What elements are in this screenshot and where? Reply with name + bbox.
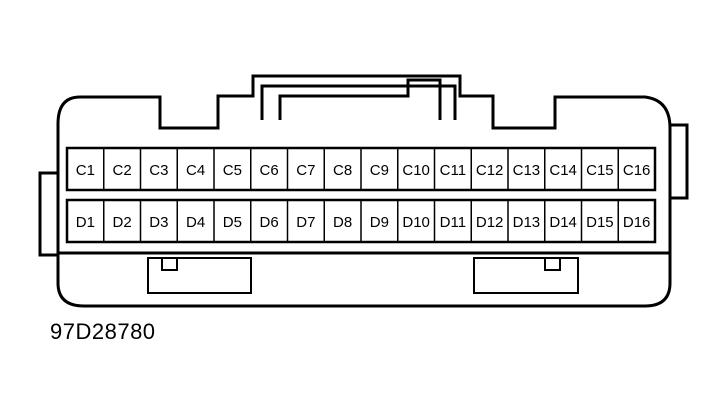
figure-id-label: 97D28780 xyxy=(50,319,156,344)
pin-label-c15: C15 xyxy=(586,162,614,179)
pin-label-c7: C7 xyxy=(296,162,315,179)
bottom-key-left xyxy=(147,257,252,294)
pin-grid: C1 C2 C3 C4 C5 C6 C7 C8 C9 C10 C11 C12 C13 C14 C15 C16D… xyxy=(65,146,657,244)
bottom-key-left-notch xyxy=(161,257,178,271)
pin-label-c14: C14 xyxy=(549,162,577,179)
pin-label-c1: C1 xyxy=(76,162,95,179)
pin-label-c12: C12 xyxy=(476,162,504,179)
pin-label-d3: D3 xyxy=(149,214,168,231)
right-side-tab xyxy=(670,123,689,200)
pin-label-d8: D8 xyxy=(333,214,352,231)
pin-label-c10: C10 xyxy=(402,162,430,179)
pin-label-d9: D9 xyxy=(370,214,389,231)
pin-label-d15: D15 xyxy=(586,214,614,231)
pin-label-d7: D7 xyxy=(296,214,315,231)
latch-tab xyxy=(278,78,442,120)
pin-label-c4: C4 xyxy=(186,162,205,179)
pin-label-d10: D10 xyxy=(402,214,430,231)
pin-label-c8: C8 xyxy=(333,162,352,179)
bottom-key-right xyxy=(473,257,579,294)
connector-housing xyxy=(56,74,672,308)
bottom-key-right-notch xyxy=(544,257,561,271)
pin-label-d13: D13 xyxy=(513,214,541,231)
pin-label-d11: D11 xyxy=(440,214,466,231)
pin-label-c6: C6 xyxy=(260,162,279,179)
pin-label-d4: D4 xyxy=(186,214,205,231)
pin-label-c13: C13 xyxy=(513,162,541,179)
pin-label-c11: C11 xyxy=(440,162,466,179)
latch-inner-outline xyxy=(260,84,457,120)
pin-label-d16: D16 xyxy=(623,214,651,231)
pin-label-c9: C9 xyxy=(370,162,389,179)
pin-label-c5: C5 xyxy=(223,162,242,179)
pin-label-d14: D14 xyxy=(549,214,577,231)
pin-label-c16: C16 xyxy=(623,162,651,179)
pin-label-d12: D12 xyxy=(476,214,504,231)
pin-label-d5: D5 xyxy=(223,214,242,231)
pin-label-c3: C3 xyxy=(149,162,168,179)
pin-label-c2: C2 xyxy=(113,162,132,179)
pin-label-d1: D1 xyxy=(76,214,95,231)
pin-label-d6: D6 xyxy=(260,214,279,231)
pin-label-d2: D2 xyxy=(113,214,132,231)
left-side-tab xyxy=(38,171,58,257)
